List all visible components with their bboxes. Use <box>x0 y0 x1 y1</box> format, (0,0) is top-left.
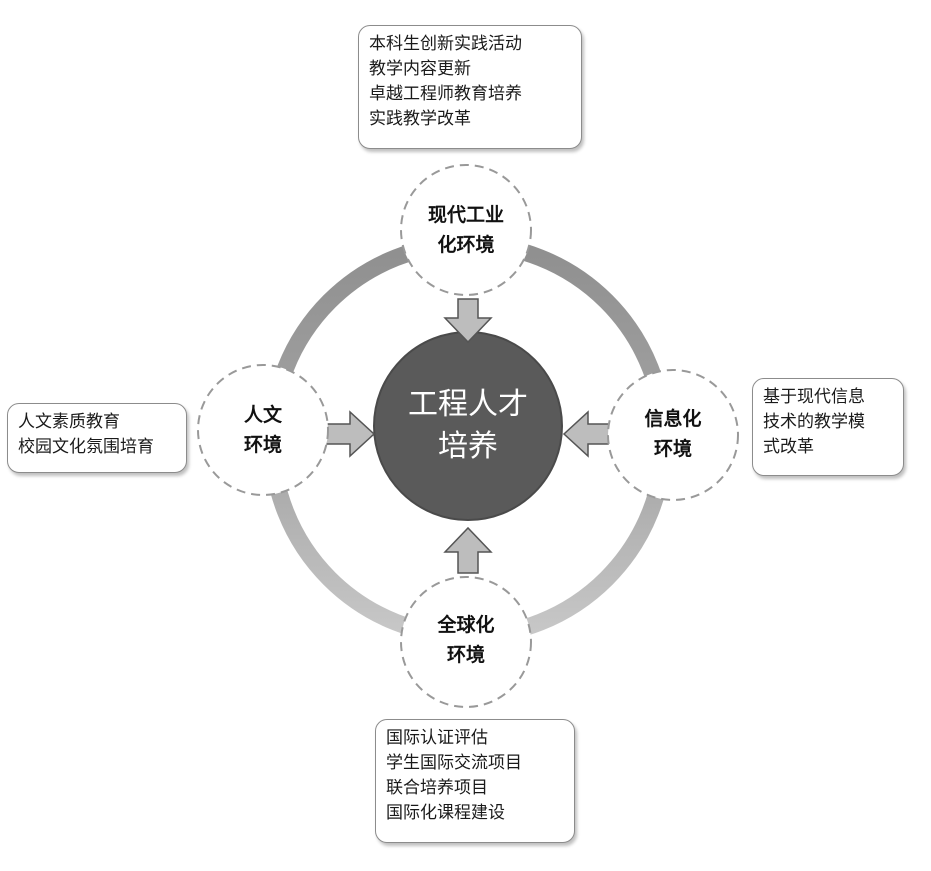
node-label-bottom: 全球化 环境 <box>396 610 536 670</box>
info-item: 学生国际交流项目 <box>386 753 522 773</box>
node-label-top-line1: 现代工业 <box>427 204 504 226</box>
info-item: 卓越工程师教育培养 <box>369 84 522 104</box>
info-item: 国际认证评估 <box>386 728 488 748</box>
info-item: 技术的教学模 <box>763 412 865 432</box>
node-label-top: 现代工业 化环境 <box>396 200 536 260</box>
node-label-left-line1: 人文 <box>243 404 282 426</box>
center-label-line1: 工程人才 <box>408 387 528 422</box>
node-label-left-line2: 环境 <box>243 434 282 456</box>
info-item: 人文素质教育 <box>18 412 120 432</box>
info-item: 本科生创新实践活动 <box>369 34 522 54</box>
info-item: 教学内容更新 <box>369 59 471 79</box>
info-box-bottom: 国际认证评估 学生国际交流项目 联合培养项目 国际化课程建设 <box>375 719 575 843</box>
arrow-from-top <box>443 298 493 344</box>
node-label-right-line1: 信息化 <box>644 408 702 430</box>
arrow-from-left <box>325 410 376 458</box>
node-circle-top <box>400 164 532 296</box>
node-circle-left <box>197 364 329 496</box>
info-box-right: 基于现代信息 技术的教学模 式改革 <box>752 378 904 476</box>
center-label-line2: 培养 <box>438 429 498 464</box>
info-item: 基于现代信息 <box>763 387 865 407</box>
info-box-top: 本科生创新实践活动 教学内容更新 卓越工程师教育培养 实践教学改革 <box>358 25 582 149</box>
arrow-from-right <box>562 410 613 458</box>
info-item: 校园文化氛围培育 <box>18 437 154 457</box>
node-label-bottom-line2: 环境 <box>446 644 485 666</box>
node-circle-bottom <box>400 576 532 708</box>
info-item: 式改革 <box>763 437 814 457</box>
node-circle-right <box>607 369 739 501</box>
info-box-left: 人文素质教育 校园文化氛围培育 <box>7 403 187 473</box>
info-item: 实践教学改革 <box>369 109 471 129</box>
node-label-bottom-line1: 全球化 <box>437 614 495 636</box>
node-label-right: 信息化 环境 <box>603 404 743 464</box>
center-label: 工程人才 培养 <box>378 384 558 468</box>
info-item: 国际化课程建设 <box>386 803 505 823</box>
node-label-left: 人文 环境 <box>193 400 333 460</box>
arrow-from-bottom <box>443 526 493 574</box>
info-item: 联合培养项目 <box>386 778 488 798</box>
node-label-right-line2: 环境 <box>653 438 692 460</box>
node-label-top-line2: 化环境 <box>437 234 495 256</box>
